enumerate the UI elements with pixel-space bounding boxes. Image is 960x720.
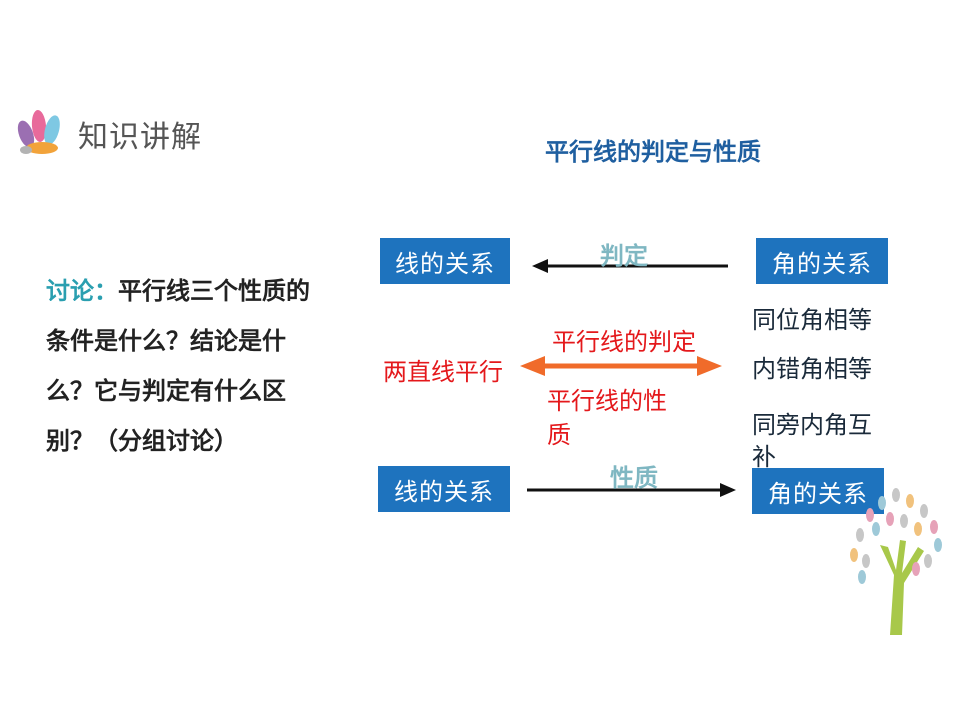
colorful-petal-logo-icon bbox=[12, 100, 72, 160]
bottom-line-relation-box: 线的关系 bbox=[378, 466, 510, 512]
top-arrow-label: 判定 bbox=[600, 242, 648, 270]
top-arrow-head bbox=[532, 259, 548, 273]
angle-item-same-side-interior-cont: 补 bbox=[752, 443, 776, 471]
parallel-properties-label-line2: 质 bbox=[547, 421, 571, 449]
angle-item-alternate-interior: 内错角相等 bbox=[752, 355, 872, 383]
tree-illustration-icon bbox=[840, 485, 950, 635]
parallel-lines-label: 两直线平行 bbox=[383, 358, 503, 386]
angle-item-corresponding: 同位角相等 bbox=[752, 306, 872, 334]
discussion-lead: 讨论： bbox=[46, 277, 118, 305]
bottom-arrow-label: 性质 bbox=[610, 464, 658, 492]
parallel-properties-label-line1: 平行线的性 bbox=[547, 387, 667, 415]
top-angle-relation-box: 角的关系 bbox=[756, 238, 888, 284]
bottom-arrow-head bbox=[720, 483, 736, 497]
parallel-criteria-label: 平行线的判定 bbox=[552, 328, 696, 356]
discussion-paragraph: 讨论：平行线三个性质的条件是什么？结论是什么？它与判定有什么区别？（分组讨论） bbox=[46, 266, 311, 466]
middle-arrow-right-head bbox=[697, 356, 722, 376]
top-line-relation-box: 线的关系 bbox=[380, 238, 510, 284]
middle-arrow-left-head bbox=[520, 356, 545, 376]
section-title: 知识讲解 bbox=[78, 120, 202, 155]
angle-item-same-side-interior: 同旁内角互 bbox=[752, 411, 872, 439]
slide-title: 平行线的判定与性质 bbox=[545, 138, 761, 166]
discussion-text: 平行线三个性质的条件是什么？结论是什么？它与判定有什么区别？（分组讨论） bbox=[46, 277, 310, 455]
bottom-angle-relation-box: 角的关系 bbox=[752, 468, 884, 514]
